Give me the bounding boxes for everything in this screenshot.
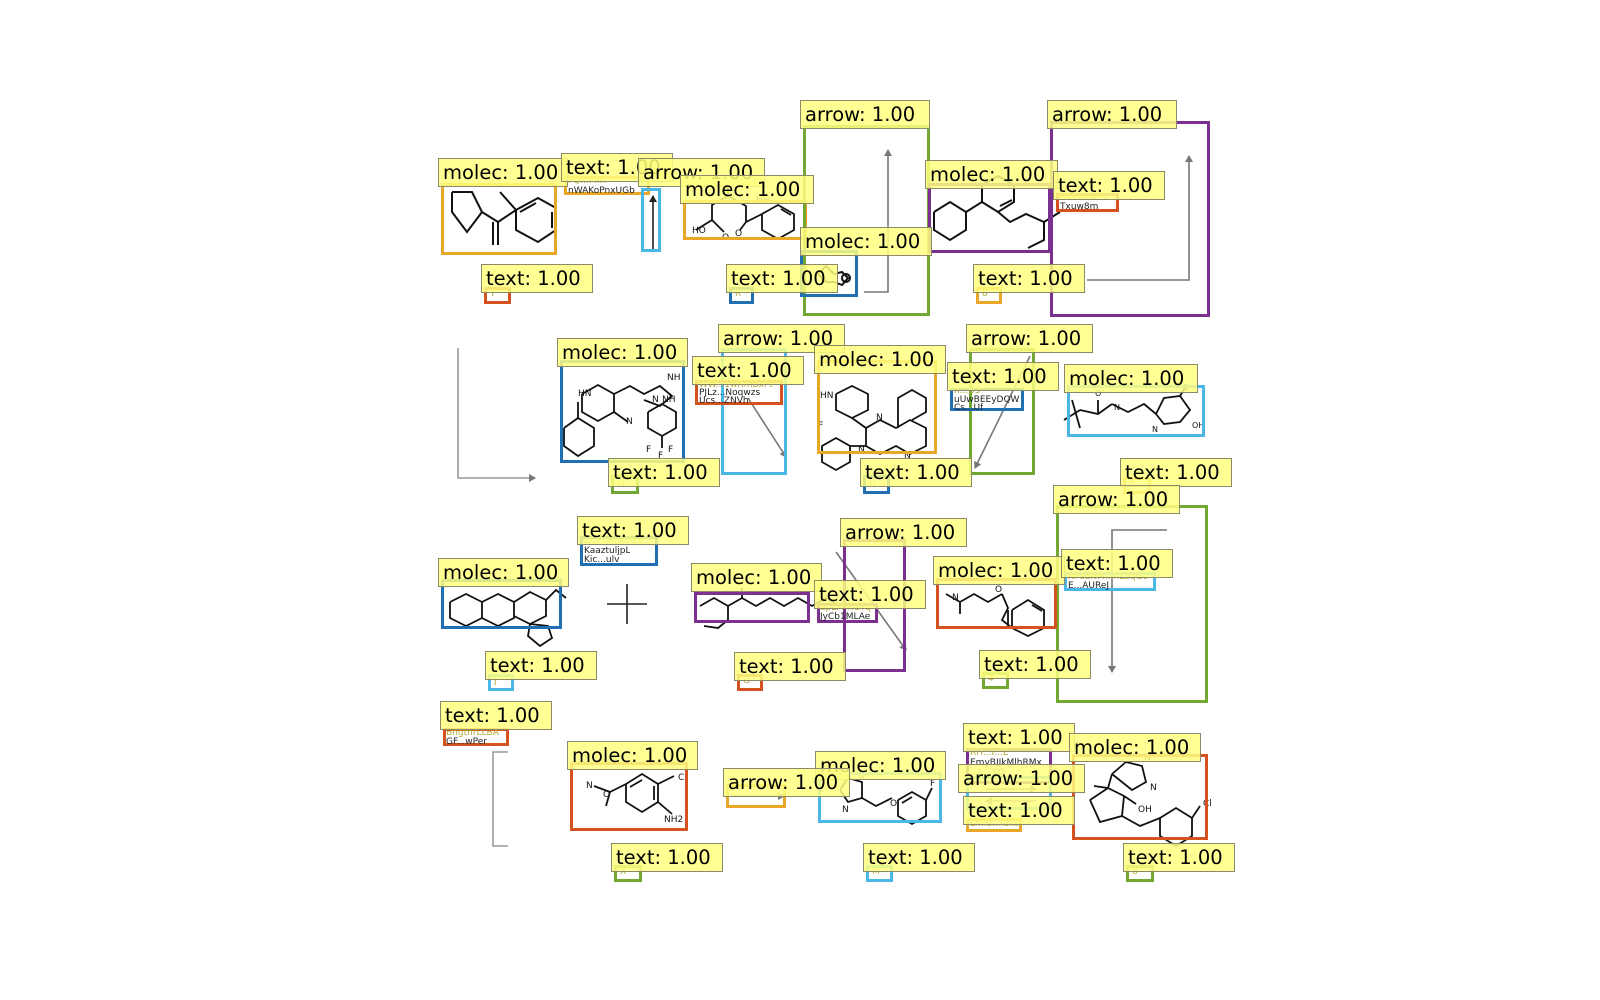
atom-label: NH [756,196,770,206]
atom-label: N [876,413,883,423]
atom-label: Cl [678,773,687,783]
atom-label: F [930,779,935,789]
arrow-d5-line [974,355,1031,469]
atom-label: O [603,790,610,800]
atom-label: F [658,451,663,461]
molecule-b5 [817,264,851,287]
arrow-a3-line [1087,155,1193,281]
arrow-d3-line [747,397,787,458]
atom-label: HN [820,391,834,401]
atom-label: O [890,799,897,809]
atom-label: O [1183,383,1189,392]
atom-label: HN [578,389,592,399]
molecule-b7: O N N O OH [1063,383,1204,434]
molecule-c3: NH HO O O [692,182,795,243]
atom-label: O [995,585,1002,595]
molecule-d2: HN NH N NH N F F F [563,373,681,461]
molecule-f5: N N OH Cl [1089,753,1212,848]
molecule-e1: O N [945,585,1045,638]
atom-label: NH [667,373,681,383]
atom-label: Cl [1203,799,1212,809]
atom-label: N [626,417,633,427]
atom-label: OH [1138,805,1152,815]
atom-label: F [818,421,823,431]
atom-label: O [858,771,865,781]
scheme-arrows [457,149,1193,847]
atom-label: OH [1192,421,1204,430]
molecule-e4 [699,588,841,629]
arrow-a2-line [864,149,892,293]
atom-label: N [858,445,865,455]
molecule-c4 [933,174,1061,249]
atom-label: F [668,445,673,455]
atom-label: N [652,395,659,405]
atom-label: HO [692,226,706,236]
atom-label: NH2 [664,815,683,825]
arrow-d1-line [457,348,536,482]
atom-label: O [1095,389,1101,398]
molecule-a1 [451,191,557,245]
atom-label: N [1150,783,1157,793]
atom-label: F [646,445,651,455]
atom-label: O [722,233,729,243]
atom-label: N [1114,403,1120,412]
molecule-c5: HN N N N F [818,384,927,472]
atom-label: NH [662,395,676,405]
atom-label: N [904,451,911,461]
molecule-f3: N O O F [839,771,935,826]
atom-label: N [1152,425,1158,434]
atom-label: N [586,781,593,791]
atom-label: N [952,593,959,603]
atom-label: N [842,805,849,815]
molecule-f2: O N Cl NH2 [586,772,687,825]
molecule-e2 [449,588,567,648]
atom-label: N [1144,753,1151,763]
bracket-f1 [492,751,508,847]
arrow-e3-line [835,551,907,651]
arrow-e5-line [1108,529,1167,673]
atom-label: O [735,229,742,239]
